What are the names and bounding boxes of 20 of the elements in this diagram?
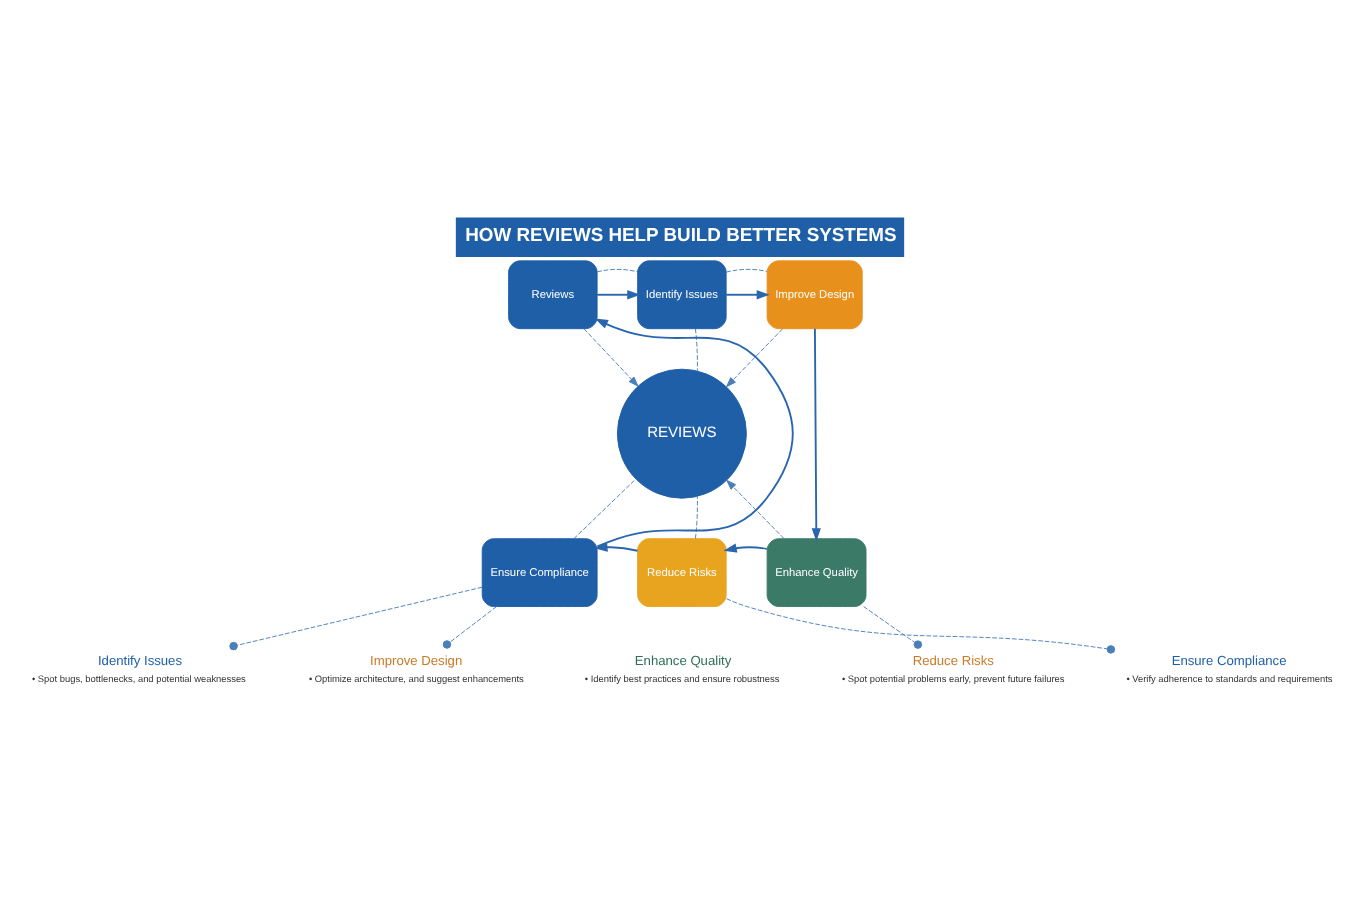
arrow: [726, 328, 783, 388]
arrow: [594, 542, 639, 552]
arrow: [811, 327, 821, 542]
arrow: [596, 290, 641, 300]
connector: [442, 606, 497, 649]
connector: [863, 606, 923, 649]
connector: [229, 586, 483, 651]
diagram-title: HOW REVIEWS HELP BUILD BETTER SYSTEMS: [465, 223, 897, 246]
arrow: [726, 479, 785, 539]
connector: [573, 478, 637, 540]
arrow: [583, 328, 639, 387]
connector: [726, 598, 1116, 654]
arrow: [725, 290, 770, 300]
connector: [694, 495, 698, 539]
connector: [694, 328, 698, 372]
connector: [596, 268, 639, 273]
arrow: [723, 543, 768, 553]
arrow: [594, 318, 794, 548]
connector: [725, 268, 768, 273]
node-circle: REVIEWS: [616, 368, 747, 499]
